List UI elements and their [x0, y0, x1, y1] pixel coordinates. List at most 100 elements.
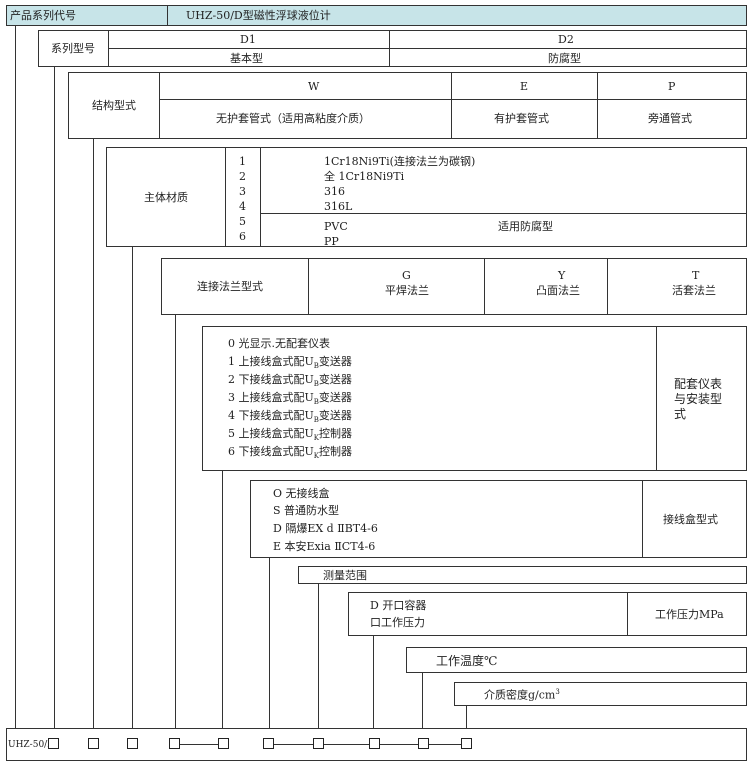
material-name: PP	[324, 235, 339, 248]
material-code: 6	[239, 230, 246, 243]
series-d2-code: D2	[558, 33, 574, 46]
material-code: 2	[239, 170, 246, 183]
material-table-divider	[260, 147, 261, 247]
instrument-label: 与安装型	[674, 392, 723, 406]
instrument-item: 3 上接线盒式配UB变送器	[228, 391, 352, 407]
instrument-label: 配套仪表	[674, 377, 723, 391]
connector-line	[54, 66, 55, 728]
structure-label: 结构型式	[92, 99, 136, 112]
material-name: 1Cr18Ni9Ti(连接法兰为碳钢)	[324, 155, 476, 168]
pressure-label: 工作压力MPa	[655, 608, 724, 621]
structure-table-divider	[451, 72, 452, 139]
material-code: 3	[239, 185, 246, 198]
junction-table-divider	[642, 480, 643, 558]
instrument-item: 2 下接线盒式配UB变送器	[228, 373, 352, 389]
structure-table	[159, 72, 747, 139]
junction-item: D 隔爆EX d ⅡBT4-6	[273, 522, 378, 535]
material-table-divider	[225, 147, 226, 247]
header-label: 产品系列代号	[10, 9, 76, 22]
series-table-divider	[389, 30, 390, 67]
junction-item: E 本安Exia ⅡCT4-6	[273, 540, 376, 553]
junction-item: S 普通防水型	[273, 504, 340, 517]
structure-table-divider	[597, 72, 598, 139]
code-box	[313, 738, 324, 749]
pressure-table-divider	[627, 592, 628, 636]
density-label: 介质密度g/cm3	[484, 688, 560, 702]
header-title: UHZ-50/D型磁性浮球液位计	[186, 9, 331, 22]
structure-p-code: P	[668, 80, 676, 93]
density-cell	[454, 682, 747, 706]
material-name: 316L	[324, 200, 353, 213]
structure-e-desc: 有护套管式	[494, 112, 549, 125]
code-box	[263, 738, 274, 749]
connector-line	[93, 138, 94, 728]
instrument-item: 5 上接线盒式配UK控制器	[228, 427, 352, 443]
flange-g-desc: 平焊法兰	[385, 284, 429, 297]
code-box	[169, 738, 180, 749]
pressure-item: 口工作压力	[370, 616, 425, 629]
structure-w-desc: 无护套管式（适用高粘度介质）	[216, 112, 370, 125]
code-box	[218, 738, 229, 749]
connector-line	[373, 635, 374, 728]
instrument-item: 4 下接线盒式配UB变送器	[228, 409, 352, 425]
connector-line	[175, 314, 176, 728]
flange-table-divider	[484, 258, 485, 315]
range-label: 测量范围	[323, 569, 367, 582]
temperature-label: 工作温度℃	[436, 654, 498, 668]
connector-line	[318, 583, 319, 728]
code-box	[418, 738, 429, 749]
code-box	[127, 738, 138, 749]
header-title-cell	[167, 5, 747, 26]
connector-line	[466, 705, 467, 728]
connector-line	[15, 26, 16, 728]
material-name: 全 1Cr18Ni9Ti	[324, 170, 405, 183]
flange-y-code: Y	[558, 269, 566, 282]
material-name: 316	[324, 185, 345, 198]
code-link	[429, 744, 461, 745]
structure-p-desc: 旁通管式	[648, 112, 692, 125]
flange-table-divider	[308, 258, 309, 315]
junction-label: 接线盒型式	[663, 513, 718, 526]
flange-table-divider	[607, 258, 608, 315]
material-table	[106, 147, 747, 247]
flange-t-code: T	[692, 269, 700, 282]
material-note: 适用防腐型	[498, 220, 553, 233]
temperature-cell	[406, 647, 747, 673]
flange-table	[161, 258, 747, 315]
instrument-table-divider	[656, 326, 657, 471]
code-link	[380, 744, 418, 745]
structure-w-code: W	[308, 80, 320, 93]
code-link	[274, 744, 313, 745]
connector-line	[422, 672, 423, 728]
material-code: 5	[239, 215, 246, 228]
series-d1-code: D1	[240, 33, 256, 46]
instrument-item: 1 上接线盒式配UB变送器	[228, 355, 352, 371]
structure-e-code: E	[520, 80, 529, 93]
connector-line	[269, 556, 270, 728]
material-label: 主体材质	[144, 191, 188, 204]
pressure-item: D 开口容器	[370, 599, 427, 612]
code-link	[180, 744, 218, 745]
series-d1-desc: 基本型	[230, 52, 263, 65]
instrument-label: 式	[674, 407, 687, 421]
junction-item: O 无接线盒	[273, 487, 330, 500]
instrument-item: 6 下接线盒式配UK控制器	[228, 445, 352, 461]
connector-line	[222, 470, 223, 728]
code-prefix: UHZ-50/D	[8, 740, 55, 750]
series-d2-desc: 防腐型	[548, 52, 581, 65]
code-box	[461, 738, 472, 749]
flange-label: 连接法兰型式	[197, 280, 263, 293]
code-box	[369, 738, 380, 749]
series-label-cell	[38, 30, 109, 67]
flange-t-desc: 活套法兰	[672, 284, 716, 297]
flange-y-desc: 凸面法兰	[536, 284, 580, 297]
range-cell	[298, 566, 747, 584]
material-name: PVC	[324, 220, 348, 233]
series-label: 系列型号	[51, 42, 95, 55]
pressure-table	[348, 592, 747, 636]
junction-table	[250, 480, 747, 558]
flange-g-code: G	[402, 269, 411, 282]
code-box	[48, 738, 59, 749]
code-box	[88, 738, 99, 749]
code-link	[324, 744, 369, 745]
